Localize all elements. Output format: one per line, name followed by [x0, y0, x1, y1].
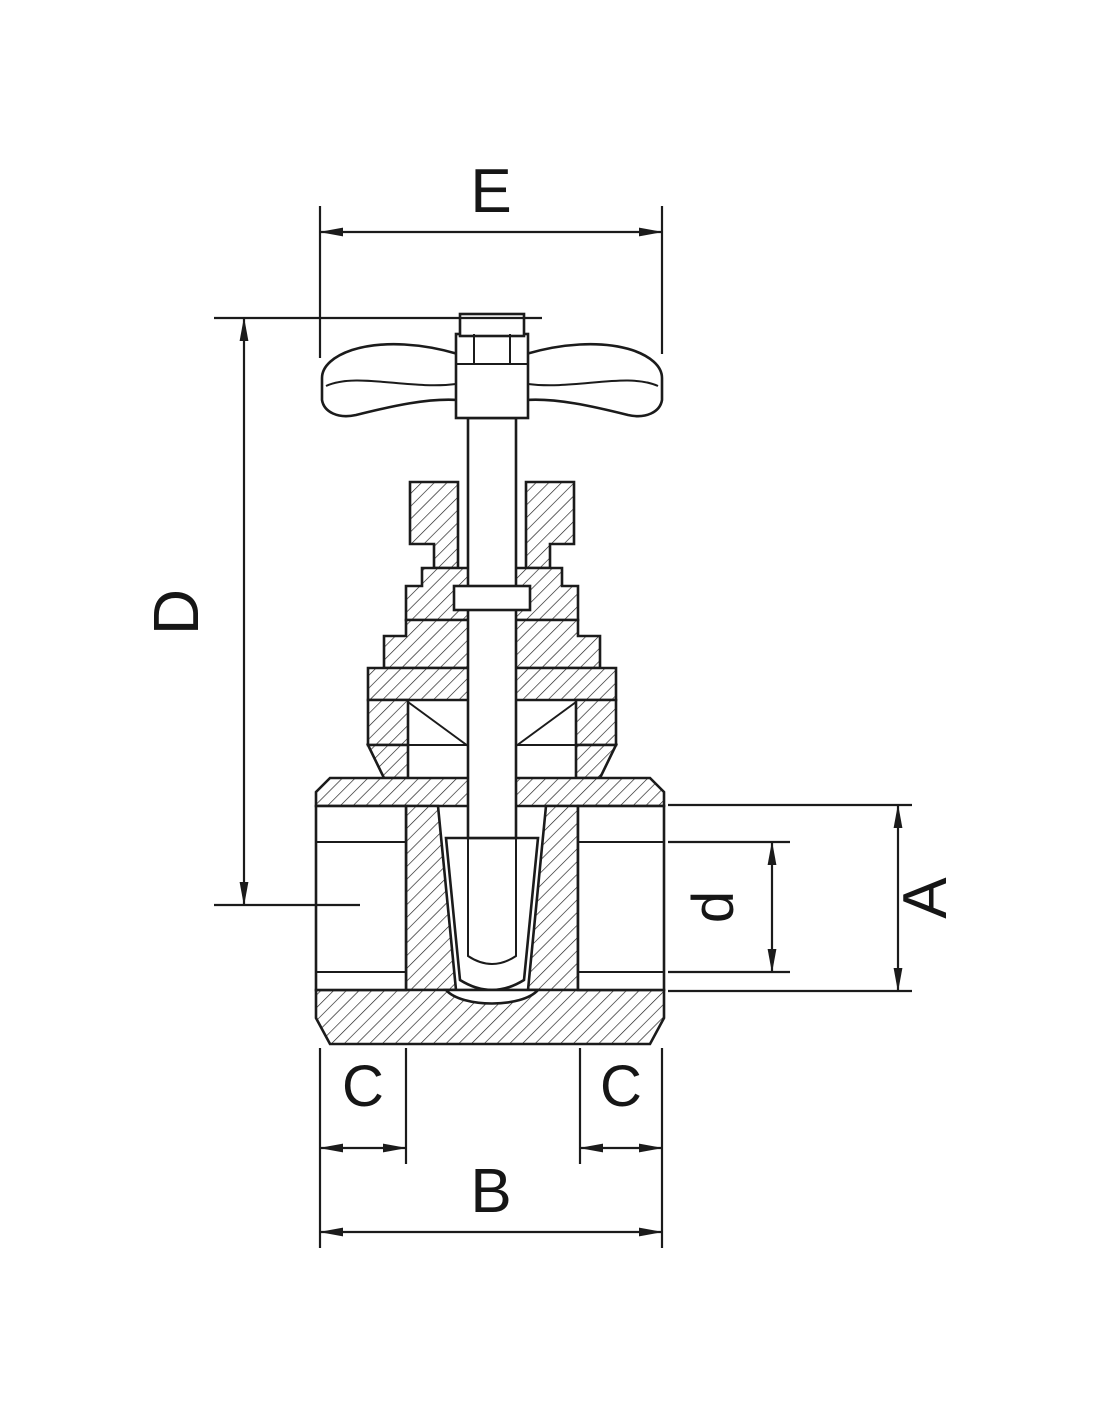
wing-contour-left — [325, 379, 457, 387]
gate-wedge — [444, 836, 540, 992]
dimension-B: B — [318, 1048, 664, 1248]
stem-collar — [452, 584, 532, 612]
chamber-wall-right-section — [526, 804, 580, 992]
dim-label-A: A — [891, 877, 960, 919]
wing-contour-right — [527, 379, 659, 387]
dimensions: E D A d C C — [140, 157, 960, 1248]
dim-label-D: D — [140, 589, 212, 635]
dim-label-C-right: C — [600, 1054, 642, 1119]
valve-body-section — [314, 312, 666, 1046]
handwheel-wing-right — [524, 342, 664, 418]
seat-slant-right — [515, 701, 577, 747]
dimension-C-left: C — [319, 1048, 408, 1164]
chamber-wall-left-section — [404, 804, 458, 992]
gland-nut-left-section — [408, 480, 460, 570]
valve-stem — [466, 416, 518, 840]
stem-socket-in-wedge — [467, 838, 517, 965]
dim-label-E: E — [470, 157, 511, 226]
dim-label-d: d — [681, 891, 746, 923]
bonnet-taper-right-section — [574, 743, 619, 780]
dimension-A: A — [668, 803, 960, 993]
stem-nut — [458, 312, 526, 338]
dimension-d: d — [668, 840, 790, 974]
seat-pocket — [443, 988, 541, 1005]
dimension-E: E — [318, 157, 664, 358]
gland-nut-right-section — [524, 480, 576, 570]
handwheel-hub — [454, 332, 530, 420]
bonnet-wall-right-section — [574, 698, 618, 747]
dim-label-B: B — [470, 1157, 511, 1226]
threaded-port-left-bore — [314, 804, 408, 992]
dimension-C-right: C — [578, 1048, 663, 1164]
dim-label-C-left: C — [342, 1054, 384, 1119]
threaded-port-right-bore — [576, 804, 666, 992]
handwheel-wing-left — [320, 342, 460, 418]
dimension-D: D — [140, 316, 542, 907]
bonnet-taper-left-section — [365, 743, 410, 780]
bonnet-wall-left-section — [366, 698, 410, 747]
seat-slant-left — [407, 701, 469, 747]
